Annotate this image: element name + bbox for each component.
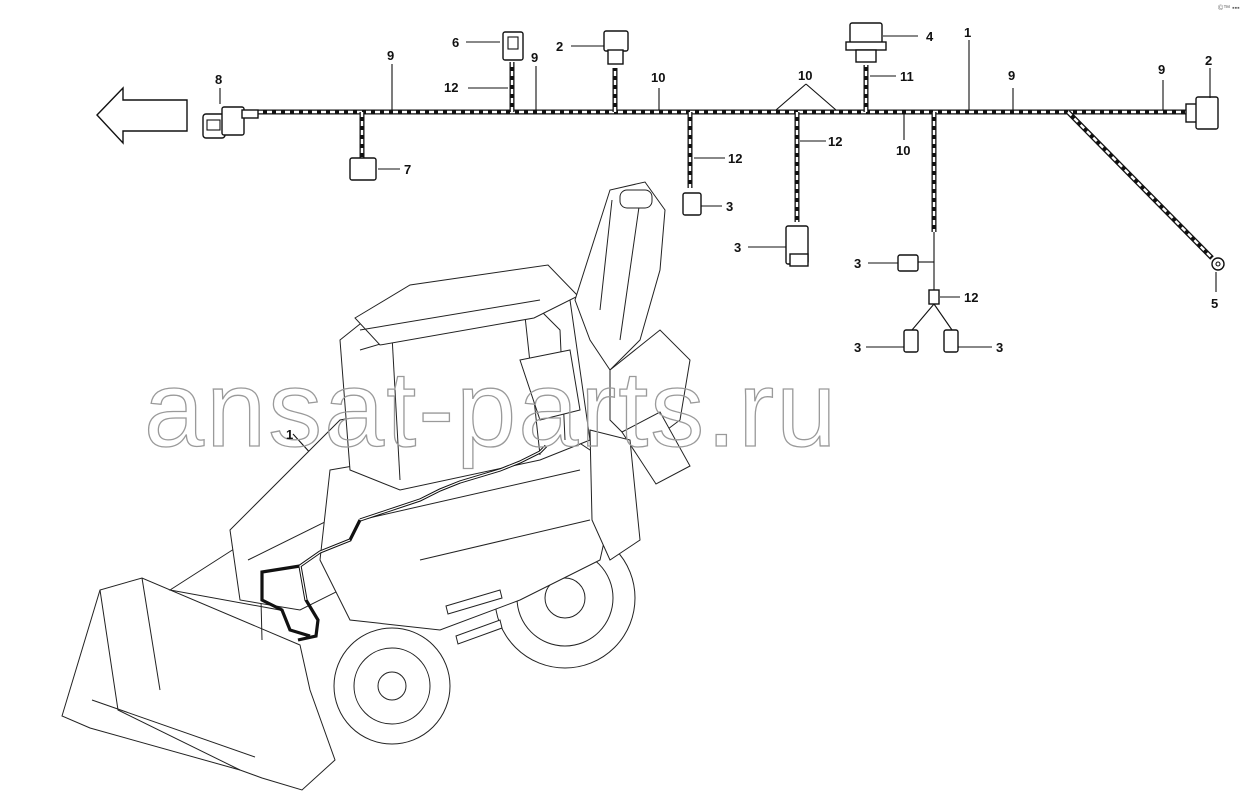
callout-7: 7 xyxy=(404,162,411,177)
connector-6 xyxy=(502,31,524,61)
callout-2-top: 2 xyxy=(556,39,563,54)
connector-2-right xyxy=(1185,96,1219,130)
callout-9b: 9 xyxy=(531,50,538,65)
callout-2-right: 2 xyxy=(1205,53,1212,68)
callout-10a: 10 xyxy=(651,70,665,85)
callout-12c: 12 xyxy=(828,134,842,149)
callout-10b: 10 xyxy=(798,68,812,83)
callout-11: 11 xyxy=(900,69,914,84)
callout-9d: 9 xyxy=(1158,62,1165,77)
callout-12b: 12 xyxy=(728,151,742,166)
connector-3d xyxy=(903,329,919,353)
connector-2-top xyxy=(603,30,629,65)
backhoe-loader-illustration xyxy=(61,181,691,791)
callout-12d: 12 xyxy=(964,290,978,305)
callout-4: 4 xyxy=(926,29,934,44)
callout-3b: 3 xyxy=(734,240,741,255)
callout-3d: 3 xyxy=(854,340,861,355)
watermark-text: ansat-parts.ru xyxy=(144,348,838,469)
ring-terminal-5 xyxy=(1211,257,1225,271)
connector-3e xyxy=(943,329,959,353)
connector-3b xyxy=(785,225,809,267)
connector-4 xyxy=(845,22,887,63)
callout-3c: 3 xyxy=(854,256,861,271)
callout-5: 5 xyxy=(1211,296,1218,311)
callout-12a: 12 xyxy=(444,80,458,95)
machine-harness-route xyxy=(260,444,548,642)
callout-9a: 9 xyxy=(387,48,394,63)
connector-3a xyxy=(682,192,702,216)
harness-branches xyxy=(359,62,953,331)
connector-3c xyxy=(897,254,919,272)
connector-7 xyxy=(349,157,377,181)
connector-8 xyxy=(202,106,259,139)
callout-3e: 3 xyxy=(996,340,1003,355)
callout-labels: 8 6 2 4 1 2 9 9 9 9 12 10 10 11 10 12 12… xyxy=(215,25,1218,442)
callout-1-machine: 1 xyxy=(286,427,293,442)
callout-3a: 3 xyxy=(726,199,733,214)
callout-6: 6 xyxy=(452,35,459,50)
callout-1-top: 1 xyxy=(964,25,971,40)
callout-9c: 9 xyxy=(1008,68,1015,83)
callout-8: 8 xyxy=(215,72,222,87)
callout-10c: 10 xyxy=(896,143,910,158)
main-harness xyxy=(258,109,1214,260)
corner-mark: ©™ ▪▪▪ xyxy=(1218,4,1240,12)
direction-arrow-icon xyxy=(96,86,188,145)
